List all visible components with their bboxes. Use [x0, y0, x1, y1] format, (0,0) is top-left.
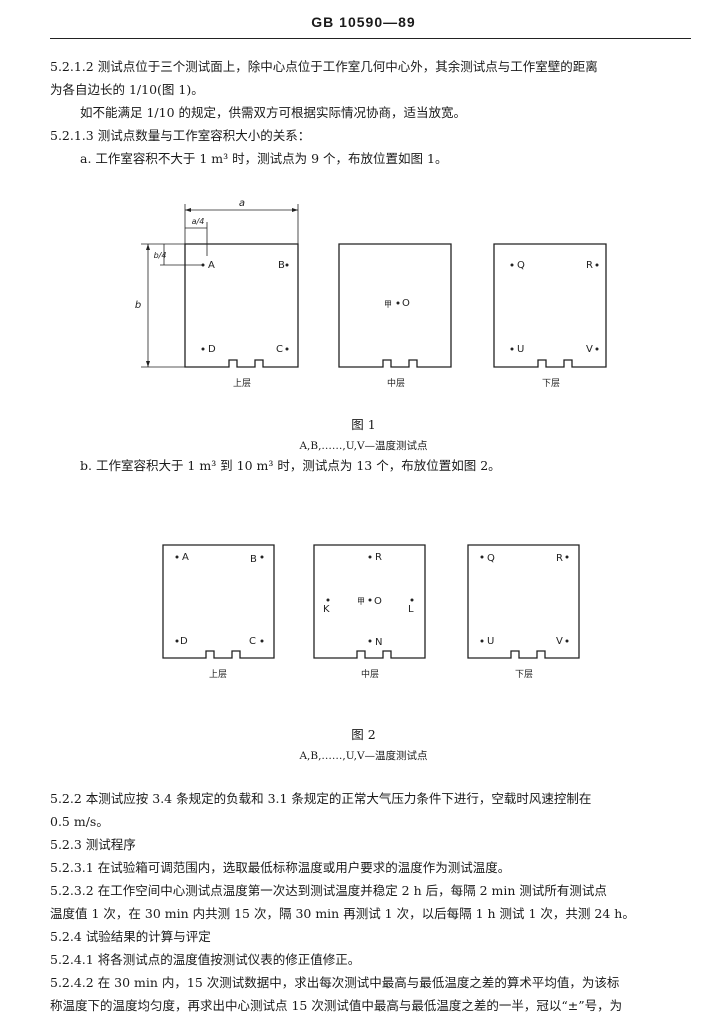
- fig2-upper-point-a: A: [182, 552, 189, 563]
- fig2-middle-point-l: L: [408, 604, 414, 615]
- para-5-2-1-3: 5.2.1.3 测试点数量与工作室容积大小的关系：: [50, 128, 311, 143]
- para-item-b: b. 工作室容积大于 1 m³ 到 10 m³ 时，测试点为 13 个，布放位置…: [80, 458, 501, 473]
- fig2-upper-point-c: C: [249, 636, 256, 647]
- fig1-upper-point-c: C: [276, 344, 283, 355]
- para-5-2-2-line1: 5.2.2 本测试应按 3.4 条规定的负载和 3.1 条规定的正常大气压力条件…: [50, 791, 592, 806]
- fig2-lower-point-u: U: [487, 636, 494, 647]
- figure-1-caption: 图 1: [351, 417, 376, 432]
- fig2-middle-label: 中层: [361, 668, 379, 680]
- para-5-2-4-1: 5.2.4.1 将各测试点的温度值按测试仪表的修正值修正。: [50, 952, 361, 967]
- para-item-a: a. 工作室容积不大于 1 m³ 时，测试点为 9 个，布放位置如图 1。: [80, 151, 448, 166]
- fig1-upper-point-d: D: [208, 344, 216, 355]
- fig1-lower-point-u: U: [517, 344, 524, 355]
- page-header: GB 10590—89: [311, 14, 416, 30]
- fig1-middle-point-o: O: [402, 298, 410, 309]
- fig1-lower-label: 下层: [542, 378, 560, 389]
- fig1-middle-center-mark: 甲: [384, 300, 392, 309]
- para-5-2-3-2-line1: 5.2.3.2 在工作空间中心测试点温度第一次达到测试温度并稳定 2 h 后，每…: [50, 883, 607, 898]
- fig1-dim-b: b: [135, 300, 141, 311]
- fig2-middle-point-r: R: [375, 552, 382, 563]
- figure-2-legend: A,B,……,U,V—温度测试点: [299, 750, 428, 762]
- fig1-middle-label: 中层: [387, 377, 405, 389]
- fig2-middle-point-n: N: [375, 637, 382, 648]
- fig2-upper-point-b: B: [250, 554, 257, 565]
- para-5-2-4-2-line1: 5.2.4.2 在 30 min 内，15 次测试数据中，求出每次测试中最高与最…: [50, 975, 620, 990]
- fig1-dim-a4: a/4: [192, 217, 205, 226]
- fig2-upper-point-d: D: [180, 636, 188, 647]
- para-5-2-1-2-line2: 为各自边长的 1/10(图 1)。: [50, 82, 204, 97]
- fig1-lower-point-r: R: [586, 260, 593, 271]
- fig2-upper-label: 上层: [209, 669, 227, 680]
- fig2-middle-center-mark: 甲: [357, 597, 365, 606]
- para-5-2-3-1: 5.2.3.1 在试验箱可调范围内，选取最低标称温度或用户要求的温度作为测试温度…: [50, 860, 511, 875]
- fig1-lower-point-v: V: [586, 344, 593, 355]
- fig2-middle-point-o: O: [374, 596, 382, 607]
- fig1-upper-point-a: A: [208, 260, 215, 271]
- figure-2-caption: 图 2: [351, 727, 376, 742]
- para-5-2-3-2-line2: 温度值 1 次，在 30 min 内共测 15 次，隔 30 min 再测试 1…: [50, 906, 635, 921]
- para-note: 如不能满足 1/10 的规定，供需双方可根据实际情况协商，适当放宽。: [80, 105, 467, 120]
- para-5-2-1-2-line1: 5.2.1.2 测试点位于三个测试面上，除中心点位于工作室几何中心外，其余测试点…: [50, 59, 598, 74]
- para-5-2-4: 5.2.4 试验结果的计算与评定: [50, 929, 211, 944]
- fig2-lower-point-q: Q: [487, 553, 495, 564]
- fig2-lower-point-v: V: [556, 636, 563, 647]
- fig1-upper-label: 上层: [233, 378, 251, 389]
- fig1-upper-point-b: B: [278, 260, 285, 271]
- para-5-2-4-2-line2: 称温度下的温度均匀度，再求出中心测试点 15 次测试值中最高与最低温度之差的一半…: [50, 998, 623, 1013]
- fig1-dim-a: a: [239, 198, 245, 209]
- fig2-lower-point-r: R: [556, 553, 563, 564]
- para-5-2-2-line2: 0.5 m/s。: [50, 814, 109, 829]
- header-rule: [50, 38, 691, 39]
- fig1-lower-point-q: Q: [517, 260, 525, 271]
- figure-1-legend: A,B,……,U,V—温度测试点: [299, 440, 428, 452]
- fig1-dim-b4: b/4: [154, 251, 167, 260]
- fig2-lower-label: 下层: [515, 669, 533, 680]
- para-5-2-3: 5.2.3 测试程序: [50, 837, 136, 852]
- fig2-middle-point-k: K: [323, 604, 330, 615]
